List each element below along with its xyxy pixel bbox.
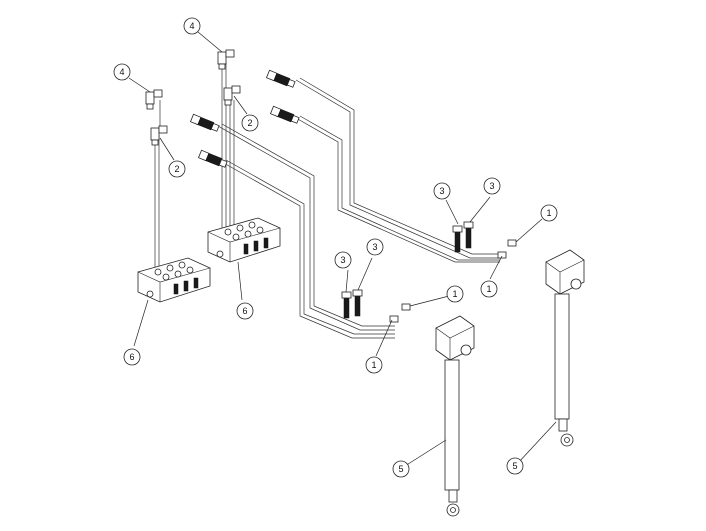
callout-4-left-label: 4: [119, 67, 124, 77]
pipe-b: [295, 117, 500, 263]
callout-6-right-label: 6: [242, 306, 247, 316]
callout-1-right-a-label: 1: [546, 208, 551, 218]
elbow-fittings: [145, 49, 241, 146]
hydraulic-cylinder-left: [435, 315, 475, 517]
hydraulic-cylinder-right: [545, 249, 585, 447]
callout-4-top-label: 4: [189, 21, 194, 31]
adapter-top-1: [265, 69, 296, 88]
pipe-d: [217, 125, 395, 331]
cylinder-fittings-left: [341, 289, 411, 323]
cylinder-fittings-right: [452, 221, 517, 259]
callout-1-left-b-label: 1: [371, 360, 376, 370]
callout-2-left-label: 2: [174, 164, 179, 174]
pipe-a: [295, 79, 500, 259]
adapter-left-2: [197, 149, 228, 168]
hydraulic-lines: [154, 62, 500, 339]
callout-3-left-a-label: 3: [340, 255, 345, 265]
elbow-left: [145, 89, 163, 110]
callout-1-left-b: 1: [365, 356, 383, 374]
callout-3-left-a: 3: [334, 251, 352, 269]
adapter-top-2: [269, 105, 300, 124]
pipe-c: [221, 161, 395, 339]
callout-5-right: 5: [506, 457, 524, 475]
straight-adapters: [189, 69, 300, 168]
callout-3-right-b-label: 3: [489, 181, 494, 191]
callout-1-left-a: 1: [446, 285, 464, 303]
callout-6-right: 6: [236, 302, 254, 320]
control-valve-left: [137, 257, 211, 303]
callout-3-left-b: 3: [366, 238, 384, 256]
callout-1-left-a-label: 1: [452, 289, 457, 299]
callout-1-right-b: 1: [480, 280, 498, 298]
callout-1-right-a: 1: [540, 204, 558, 222]
adapter-left-1: [189, 113, 220, 132]
callout-3-left-b-label: 3: [372, 242, 377, 252]
callout-1-right-b-label: 1: [486, 284, 491, 294]
callout-3-right-a-label: 3: [439, 186, 444, 196]
elbow-top-2: [223, 85, 241, 106]
callout-6-left-label: 6: [129, 352, 134, 362]
callout-3-right-a: 3: [433, 182, 451, 200]
callout-3-right-b: 3: [483, 177, 501, 195]
control-valve-right: [207, 217, 281, 263]
callout-6-left: 6: [123, 348, 141, 366]
callout-2-left: 2: [168, 160, 186, 178]
callout-4-top: 4: [183, 17, 201, 35]
elbow-left-2: [150, 125, 168, 146]
callout-5-left: 5: [392, 460, 410, 478]
callout-5-right-label: 5: [512, 461, 517, 471]
callout-4-left: 4: [113, 63, 131, 81]
callout-2-top-label: 2: [247, 118, 252, 128]
callout-2-top: 2: [241, 114, 259, 132]
leader-lines: [128, 31, 557, 467]
callout-5-left-label: 5: [398, 464, 403, 474]
